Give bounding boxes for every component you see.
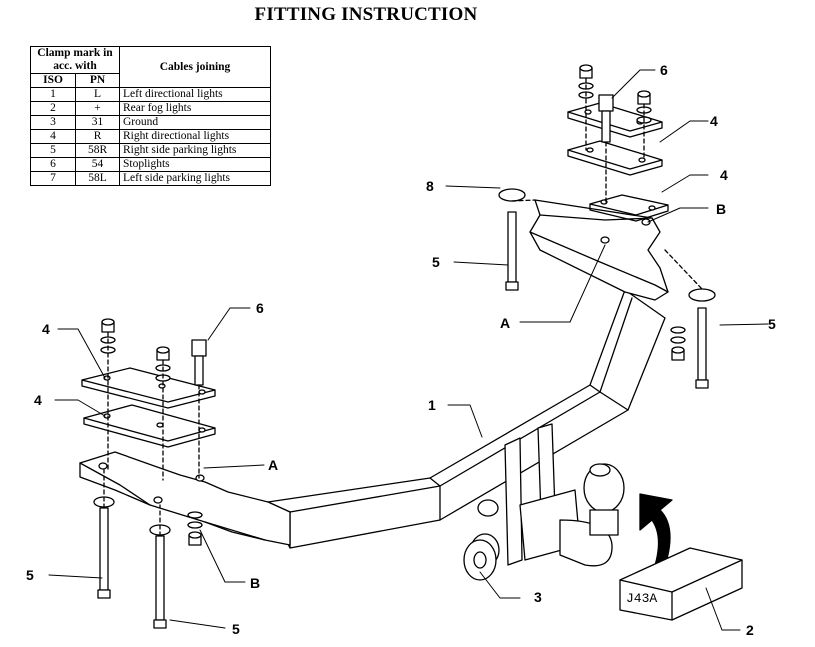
callout-2: 2 [746,622,754,638]
cable-cell: Left side parking lights [119,171,271,186]
ball-fitting-arrow [639,493,673,581]
callout-5-right-b: 5 [768,316,776,332]
pn-cell: 58R [75,143,120,158]
callout-5-left-a: 5 [26,567,34,583]
callout-4-left-bottom: 4 [34,392,42,408]
bolts-6 [191,94,614,386]
header-pn: PN [75,73,120,88]
table-row: 2+Rear fog lights [29,101,271,116]
callout-4-right-bottom: 4 [720,167,728,183]
callout-B-right: B [716,201,726,217]
left-clamp-plates [81,367,216,448]
callout-4-right-top: 4 [710,113,718,129]
leader-lines [48,69,769,631]
header-clamp-mark: Clamp mark in acc. with [30,46,120,74]
callout-A-right: A [500,315,510,331]
class-box-text: J43A [626,591,657,606]
callout-6-left: 6 [256,300,264,316]
assembly-lines [103,77,703,537]
callout-1: 1 [428,397,436,413]
callout-4-left-top: 4 [42,321,50,337]
callout-B-left: B [250,575,260,591]
cable-cell: Right side parking lights [119,143,271,158]
class-marking-box: J43A [619,547,743,621]
callout-A-left: A [268,457,278,473]
callout-labels: 1 2 3 4 4 4 4 5 5 5 5 6 6 8 A A B B [26,62,776,638]
page-title: FITTING INSTRUCTION [254,4,478,25]
long-bolts-5 [93,188,716,629]
iso-cell: 7 [29,171,77,186]
right-clamp-plates [567,102,669,222]
wiring-table: Clamp mark in acc. with Cables joining I… [29,46,271,186]
callout-8: 8 [426,178,434,194]
callout-6-right: 6 [660,62,668,78]
callout-5-left-b: 5 [232,621,240,637]
tow-ball-assembly [463,423,625,581]
right-side-bracket [529,199,669,301]
callout-5-right-a: 5 [432,254,440,270]
callout-3: 3 [534,589,542,605]
